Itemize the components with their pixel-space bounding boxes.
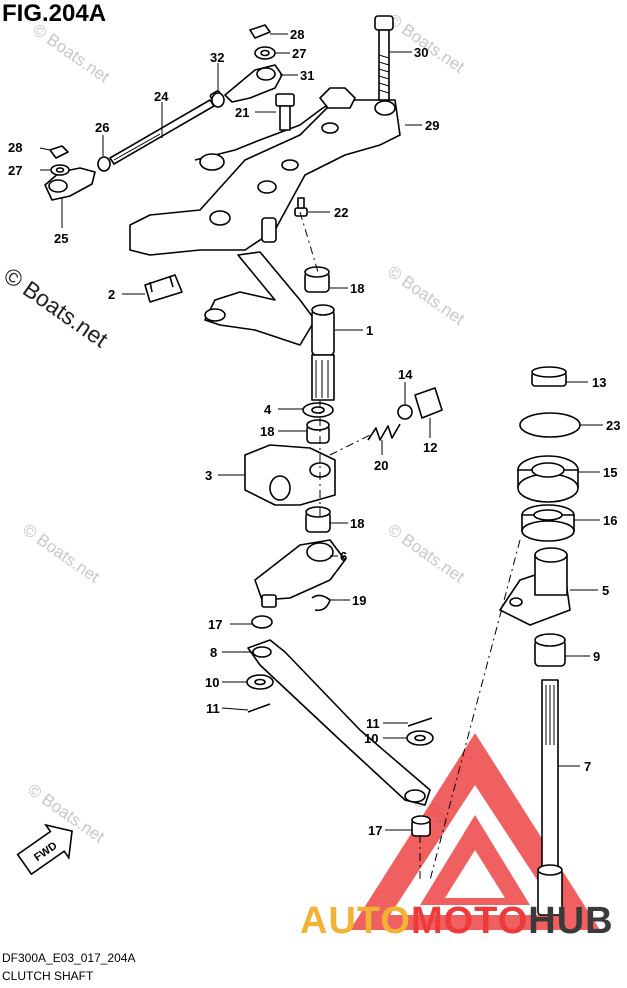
- callout-32: 32: [210, 50, 224, 65]
- part-bearing-15: [517, 455, 579, 503]
- part-washer-27-left: [50, 164, 70, 176]
- part-washer-27-top: [254, 46, 276, 60]
- part-housing-3: [244, 444, 336, 506]
- part-clip-28-left: [49, 145, 69, 159]
- callout-29: 29: [425, 118, 439, 133]
- part-snapring-23: [519, 412, 581, 438]
- part-arm-6: [254, 539, 346, 608]
- callout-28: 28: [8, 140, 22, 155]
- callout-23: 23: [606, 418, 620, 433]
- part-washer-10-b: [406, 730, 434, 746]
- part-link-8: [247, 639, 431, 806]
- brand-part-1: AUTO: [300, 900, 411, 942]
- callout-13: 13: [592, 375, 606, 390]
- callout-16: 16: [603, 513, 617, 528]
- callout-17: 17: [368, 823, 382, 838]
- callout-27: 27: [292, 46, 306, 61]
- part-pin-17-b: [411, 815, 431, 837]
- brand-part-3: HUB: [528, 900, 614, 942]
- figure-subtitle: CLUTCH SHAFT: [2, 969, 94, 983]
- part-bushing-18-c: [305, 506, 331, 533]
- callout-24: 24: [154, 89, 169, 104]
- callout-11: 11: [366, 716, 380, 731]
- callout-1: 1: [366, 323, 373, 338]
- callout-2: 2: [108, 287, 115, 302]
- callout-20: 20: [374, 458, 388, 473]
- part-shaft-7: [537, 679, 563, 916]
- part-bolt-30: [374, 15, 394, 101]
- part-cotter-11-a: [247, 703, 271, 713]
- part-circlip-19: [311, 594, 331, 612]
- assembly-lines: [299, 211, 521, 881]
- part-bushing-18-a: [304, 266, 330, 293]
- callout-18: 18: [350, 281, 364, 296]
- brand-logo: AUTOMOTOHUB: [300, 900, 614, 943]
- part-nut-26: [97, 156, 111, 172]
- callout-15: 15: [603, 465, 617, 480]
- part-lever-1: [204, 251, 335, 401]
- callout-21: 21: [235, 105, 249, 120]
- part-ball-14: [397, 404, 413, 420]
- callout-7: 7: [584, 759, 591, 774]
- part-seal-16: [521, 504, 575, 542]
- leader-lines: [39, 33, 603, 831]
- callout-10: 10: [205, 675, 219, 690]
- part-bracket-29: [129, 87, 401, 256]
- part-nut-32: [211, 92, 225, 108]
- callout-4: 4: [264, 402, 272, 417]
- part-washer-10-a: [246, 674, 274, 690]
- callout-27: 27: [8, 163, 22, 178]
- callout-9: 9: [593, 649, 600, 664]
- callout-25: 25: [54, 231, 68, 246]
- callout-6: 6: [340, 549, 347, 564]
- brand-part-2: MOTO: [410, 900, 529, 942]
- callout-18: 18: [260, 424, 274, 439]
- part-washer-4: [302, 402, 334, 418]
- part-screw-22: [294, 197, 308, 217]
- fwd-arrow-icon: FWD: [16, 823, 73, 876]
- callout-26: 26: [95, 120, 109, 135]
- part-clip-28-top: [249, 24, 271, 39]
- callout-22: 22: [334, 205, 348, 220]
- part-bushing-18-b: [306, 419, 330, 444]
- callout-18: 18: [350, 516, 364, 531]
- callout-8: 8: [210, 645, 217, 660]
- callout-14: 14: [398, 367, 413, 382]
- callout-19: 19: [352, 593, 366, 608]
- callout-5: 5: [602, 583, 609, 598]
- figure-title: FIG.204A: [2, 0, 107, 27]
- part-holder-5: [499, 547, 571, 626]
- callout-11: 11: [206, 701, 220, 716]
- callout-12: 12: [423, 440, 437, 455]
- part-spring-20: [367, 423, 401, 441]
- part-clip-2: [144, 274, 183, 303]
- callout-30: 30: [414, 45, 428, 60]
- part-sleeve-12: [414, 387, 443, 419]
- part-bolt-21: [275, 93, 295, 131]
- part-washer-17-a: [251, 615, 273, 629]
- part-cotter-11-b: [407, 717, 433, 727]
- callout-28: 28: [290, 27, 304, 42]
- part-bushing-9: [534, 633, 566, 667]
- figure-code: DF300A_E03_017_204A: [2, 951, 136, 965]
- callout-3: 3: [205, 468, 212, 483]
- callout-numbers: 28 27 31 32 30 24 21 29 26 28 27 25 22 1…: [8, 27, 620, 838]
- callout-31: 31: [300, 68, 314, 83]
- callout-17: 17: [208, 617, 222, 632]
- part-plug-13: [531, 366, 567, 387]
- callout-10: 10: [364, 731, 378, 746]
